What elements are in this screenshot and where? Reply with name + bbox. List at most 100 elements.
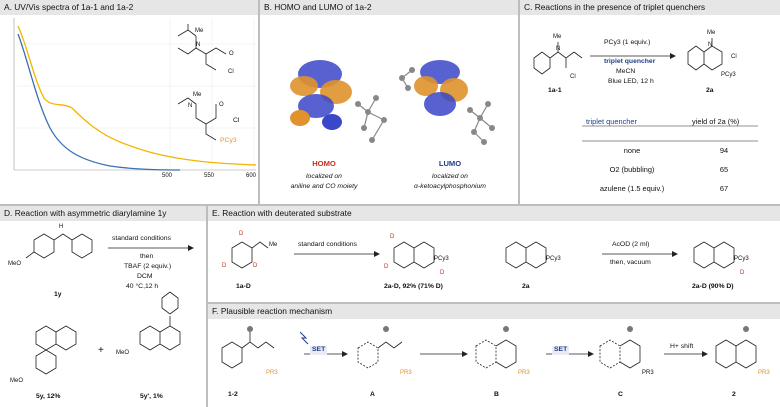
h-shift-label: H+ shift: [670, 343, 694, 350]
set-badge-1: SET: [310, 346, 328, 355]
cond-d-2: then: [140, 253, 154, 260]
mech-label-b: B: [494, 391, 499, 398]
cond-d-5: 40 °C,12 h: [126, 283, 159, 290]
label-2a: 2a: [706, 87, 714, 94]
label-pcy3-1a2: PCy3: [220, 137, 237, 144]
mech-label-1-2: 1-2: [228, 391, 238, 398]
mechanism-scheme: [221, 326, 757, 369]
lumo-title: LUMO: [438, 159, 462, 168]
uv-curve-1a-2: [17, 25, 257, 166]
label-1a-d: 1a-D: [236, 283, 251, 290]
tick-600: 600: [246, 173, 257, 179]
cond-d-3: TBAF (2 equiv.): [124, 263, 172, 270]
structure-1a-2: [177, 97, 217, 141]
pr3-b: PR3: [518, 370, 530, 376]
label-2a-mid: 2a: [522, 283, 530, 290]
label-d-e2: D: [222, 263, 227, 269]
cond-e-2: AcOD (2 ml): [612, 241, 650, 248]
label-pcy3-c-prod: PCy3: [721, 72, 736, 78]
table-row-3-yield: 67: [719, 184, 729, 193]
mech-label-a: A: [370, 391, 375, 398]
panel-f: F. Plausible reaction mechanism SET SET …: [208, 304, 780, 407]
label-d-e1: D: [239, 231, 244, 237]
label-1y: 1y: [54, 291, 62, 298]
label-2a-d: 2a-D, 92% (71% D): [384, 283, 443, 290]
panel-b-title: B. HOMO and LUMO of 1a-2: [260, 0, 518, 15]
label-n-1a1: N: [196, 42, 201, 48]
label-n-c-sm: N: [556, 46, 561, 52]
plus-sign: +: [98, 345, 104, 356]
label-cl-c-prod: Cl: [731, 54, 737, 60]
table-header-yield: yield of 2a (%): [692, 117, 740, 126]
tick-500: 500: [162, 173, 173, 179]
cond-d-4: DCM: [137, 273, 153, 280]
label-me-c-sm: Me: [553, 34, 562, 40]
label-d-e4: D: [390, 234, 395, 240]
panel-a-title: A. UV/Vis spectra of 1a-1 and 1a-2: [0, 0, 258, 15]
set-badge-2: SET: [552, 346, 570, 355]
pr3-1: PR3: [266, 370, 278, 376]
label-me-1a2: Me: [193, 92, 202, 98]
panel-d: D. Reaction with asymmetric diarylamine …: [0, 206, 206, 407]
homo-title: HOMO: [312, 159, 336, 168]
label-d-e5: D: [384, 264, 389, 270]
divider-bc: [518, 0, 520, 204]
label-pcy3-e2: PCy3: [546, 256, 561, 262]
panel-c-title: C. Reactions in the presence of triplet …: [520, 0, 780, 15]
pr3-a: PR3: [400, 370, 412, 376]
divider-ef: [208, 302, 780, 304]
reaction-d-scheme: [25, 233, 194, 375]
panel-f-title: F. Plausible reaction mechanism: [208, 304, 780, 319]
label-meo-5y-prime: MeO: [116, 350, 130, 356]
label-5y-prime: 5y', 1%: [140, 393, 163, 400]
label-d-e7: D: [740, 270, 745, 276]
homo-orbital-image: [290, 60, 387, 143]
label-d-e3: D: [253, 263, 258, 269]
pr3-2: PR3: [758, 370, 770, 376]
label-o-1a1: O: [229, 51, 234, 57]
label-me-1a1: Me: [195, 28, 204, 34]
panel-e-title: E. Reaction with deuterated substrate: [208, 206, 780, 221]
table-row-2-yield: 65: [719, 165, 729, 174]
homo-desc-line2: aniline and CO moiety: [290, 183, 358, 190]
label-5y: 5y, 12%: [36, 393, 61, 400]
panel-c: C. Reactions in the presence of triplet …: [520, 0, 780, 204]
divider-ab: [258, 0, 260, 204]
label-n-1a2: N: [188, 103, 193, 109]
cond-e-3: then, vacuum: [610, 259, 651, 266]
pr3-c: PR3: [642, 370, 654, 376]
uv-curve-1a-1: [17, 33, 181, 171]
lumo-desc-line1: localized on: [432, 173, 468, 180]
table-header-quencher: triplet quencher: [586, 117, 637, 126]
label-nh-d: H: [59, 224, 64, 230]
reagent-line-4: Blue LED, 12 h: [608, 78, 654, 85]
label-me-c-prod: Me: [707, 30, 716, 36]
structure-1a-1: [177, 24, 227, 71]
lumo-orbital-image: [399, 60, 495, 145]
cond-e-1: standard conditions: [298, 241, 357, 248]
label-cl-c-sm: Cl: [570, 74, 576, 80]
reaction-c-scheme: [533, 38, 758, 142]
label-1a-1: 1a-1: [548, 87, 562, 94]
panel-d-title: D. Reaction with asymmetric diarylamine …: [0, 206, 206, 221]
label-cl-1a1: Cl: [228, 69, 234, 75]
reaction-e-scheme: [231, 241, 735, 269]
table-row-3-quencher: azulene (1.5 equiv.): [599, 184, 665, 193]
cond-d-1: standard conditions: [112, 235, 171, 242]
label-cl-1a2: Cl: [233, 117, 240, 124]
reagent-line-2: triplet quencher: [604, 58, 656, 65]
label-meo-5y: MeO: [10, 378, 24, 384]
lumo-desc-line2: α-ketoacylphosphonium: [414, 183, 486, 190]
label-o-1a2: O: [219, 102, 224, 108]
table-row-1-quencher: none: [623, 146, 641, 155]
panel-b: B. HOMO and LUMO of 1a-2: [260, 0, 518, 204]
label-me-e: Me: [269, 242, 278, 248]
divider-de: [206, 206, 208, 407]
mech-label-2: 2: [732, 391, 736, 398]
table-row-2-quencher: O2 (bubbling): [609, 165, 655, 174]
reagent-line-1: PCy3 (1 equiv.): [604, 39, 651, 46]
divider-top-bottom: [0, 204, 780, 206]
label-meo-1y: MeO: [8, 261, 22, 267]
label-d-e6: D: [440, 270, 445, 276]
uv-vis-spectra: [13, 18, 257, 171]
